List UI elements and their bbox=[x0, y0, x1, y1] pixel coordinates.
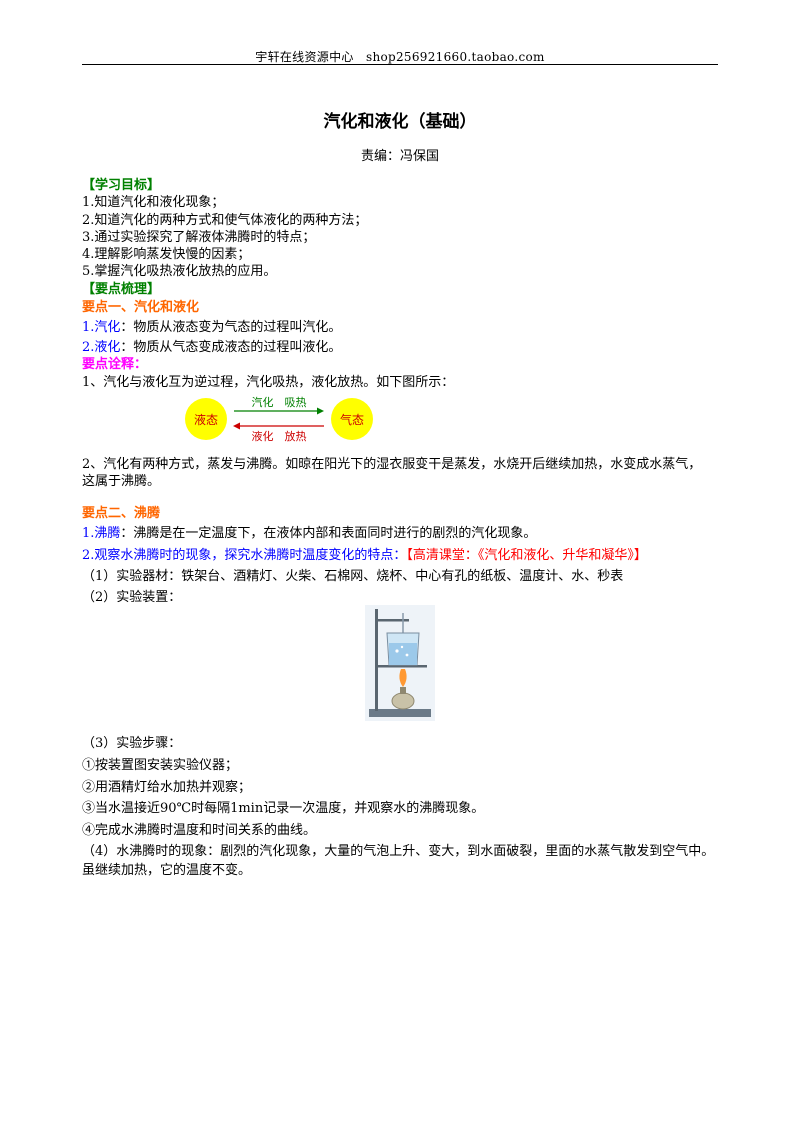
definition-text: ：沸腾是在一定温度下，在液体内部和表面同时进行的剧烈的汽化现象。 bbox=[120, 526, 537, 541]
bubble bbox=[400, 645, 404, 649]
liquefy-label: 液化 放热 bbox=[252, 429, 307, 443]
step-item: ③当水温接近90℃时每隔1min记录一次温度，并观察水的沸腾现象。 bbox=[82, 801, 485, 816]
explain-item: 1、汽化与液化互为逆过程，汽化吸热，液化放热。如下图所示： bbox=[82, 375, 455, 390]
setup-line: （2）实验装置： bbox=[82, 590, 182, 605]
vaporize-label: 汽化 吸热 bbox=[252, 395, 307, 409]
lamp-flame bbox=[399, 669, 407, 687]
step-item: ④完成水沸腾时温度和时间关系的曲线。 bbox=[82, 823, 317, 838]
beaker-water bbox=[389, 643, 417, 665]
steps-heading: （3）实验步骤： bbox=[82, 736, 182, 751]
gas-label: 气态 bbox=[340, 412, 364, 427]
goal-item: 4.理解影响蒸发快慢的因素； bbox=[82, 247, 251, 262]
liquefy-arrowhead bbox=[233, 422, 240, 430]
phenomenon-line: （4）水沸腾时的现象：剧烈的汽化现象，大量的气泡上升、变大，到水面破裂，里面的水… bbox=[82, 844, 715, 859]
page-header: 宇轩在线资源中心 shop256921660.taobao.com bbox=[255, 50, 545, 64]
goal-item: 2.知道汽化的两种方式和使气体液化的两种方法； bbox=[82, 213, 368, 228]
term-liquefaction: 2.液化 bbox=[82, 340, 121, 355]
header-rule bbox=[82, 64, 718, 65]
alcohol-lamp bbox=[391, 692, 415, 710]
explain-item: 这属于沸腾。 bbox=[82, 474, 161, 489]
term-boiling: 1.沸腾 bbox=[82, 526, 121, 541]
definition-vaporization: 1.汽化：物质从液态变为气态的过程叫汽化。 bbox=[82, 319, 341, 337]
bubble bbox=[395, 649, 399, 653]
boiling-apparatus-image bbox=[365, 605, 435, 721]
definition-liquefaction: 2.液化：物质从气态变成液态的过程叫液化。 bbox=[82, 339, 341, 357]
point1-heading: 要点一、汽化和液化 bbox=[82, 300, 200, 315]
vaporize-arrowhead bbox=[317, 407, 324, 415]
definition-text: ：物质从液态变为气态的过程叫汽化。 bbox=[120, 320, 342, 335]
ring-support bbox=[377, 665, 427, 668]
phenomenon-line: 虽继续加热，它的温度不变。 bbox=[82, 863, 252, 878]
state-change-diagram: 液态 气态 汽化 吸热 液化 放热 bbox=[185, 395, 373, 443]
goals-heading: 【学习目标】 bbox=[82, 178, 161, 193]
liquid-circle bbox=[185, 398, 227, 440]
page-title: 汽化和液化（基础） bbox=[323, 112, 477, 132]
liquid-label: 液态 bbox=[194, 412, 218, 427]
stand-rod bbox=[375, 609, 378, 711]
step-item: ②用酒精灯给水加热并观察； bbox=[82, 780, 252, 795]
bubble bbox=[405, 653, 409, 657]
definition-boiling: 1.沸腾：沸腾是在一定温度下，在液体内部和表面同时进行的剧烈的汽化现象。 bbox=[82, 525, 536, 543]
term-vaporization: 1.汽化 bbox=[82, 320, 121, 335]
observe-line: 2.观察水沸腾时的现象，探究水沸腾时温度变化的特点：【高清课堂：《汽化和液化、升… bbox=[82, 547, 647, 565]
observe-text: 2.观察水沸腾时的现象，探究水沸腾时温度变化的特点： bbox=[82, 548, 407, 563]
explain-item: 2、汽化有两种方式，蒸发与沸腾。如晾在阳光下的湿衣服变干是蒸发，水烧开后继续加热… bbox=[82, 457, 702, 472]
clamp-arm bbox=[375, 619, 409, 622]
summary-heading: 【要点梳理】 bbox=[82, 282, 161, 297]
goal-item: 3.通过实验探究了解液体沸腾时的特点； bbox=[82, 230, 316, 245]
lamp-wick-holder bbox=[400, 687, 406, 694]
step-item: ①按装置图安装实验仪器； bbox=[82, 758, 239, 773]
stand-base bbox=[369, 709, 431, 717]
editor-credit: 责编：冯保国 bbox=[360, 149, 439, 164]
definition-text: ：物质从气态变成液态的过程叫液化。 bbox=[120, 340, 342, 355]
gas-circle bbox=[331, 398, 373, 440]
equipment-line: （1）实验器材：铁架台、酒精灯、火柴、石棉网、烧杯、中心有孔的纸板、温度计、水、… bbox=[82, 569, 624, 584]
point2-heading: 要点二、沸腾 bbox=[82, 506, 161, 521]
goal-item: 5.掌握汽化吸热液化放热的应用。 bbox=[82, 264, 277, 279]
explain-heading: 要点诠释： bbox=[82, 357, 148, 372]
lecture-link[interactable]: 【高清课堂：《汽化和液化、升华和凝华》】 bbox=[406, 548, 647, 563]
goal-item: 1.知道汽化和液化现象； bbox=[82, 195, 225, 210]
